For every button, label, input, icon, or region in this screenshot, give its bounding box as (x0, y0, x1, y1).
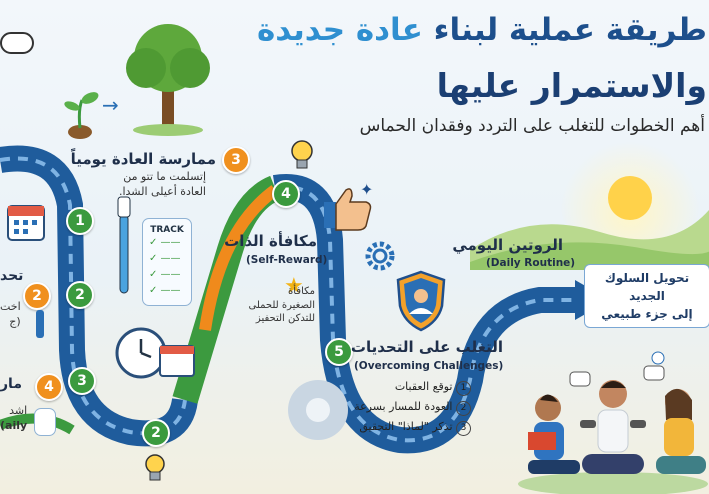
step-5-title: التغلب على التحديات (350, 338, 503, 356)
bottle-icon (36, 310, 44, 338)
arrow-right-icon: → (102, 93, 119, 117)
list-item: 1 توقع العقبات (321, 380, 471, 396)
routine-callout: تحويل السلوك الجديد إلى جزء طبيعي (584, 264, 709, 328)
lightbulb-icon (291, 140, 313, 169)
routine-en: (Daily Routine) (486, 257, 576, 269)
sparkle-icon: ✦ (360, 180, 374, 199)
path-marker-4: 4 (272, 180, 300, 208)
sun-hills-illustration (470, 140, 709, 270)
shield-person-icon (396, 270, 446, 332)
step-4-title: مكافأة الذات (224, 232, 317, 250)
checklist-icon: TRACK ✓ ——✓ ——✓ ——✓ —— (142, 218, 192, 306)
step-4-desc: مكافأة الصغيرة للحملى للتدكن التحفيز (248, 286, 315, 324)
sun-icon (608, 176, 652, 220)
people-activities-icon (518, 351, 708, 494)
gear-icon-small (365, 241, 395, 271)
calendar-icon-2 (159, 345, 195, 377)
page-title: طريقة عملية لبناء عادة جديدة (256, 12, 707, 48)
page-title-line2: والاستمرار عليها (436, 66, 707, 105)
cloud-icon (0, 32, 34, 54)
path-marker-2: 2 (66, 281, 94, 309)
page-subtitle: أهم الخطوات للتغلب على التردد وفقدان الح… (359, 116, 705, 136)
list-item: 3 تذكر "لماذا" التحقيق (321, 420, 471, 436)
checklist-label: TRACK (150, 225, 184, 235)
tree-icon (126, 24, 210, 136)
list-item: 2 العودة للمسار بسرعة (321, 400, 471, 416)
gear-icon (288, 380, 348, 440)
left-step-4-title: مار (0, 376, 22, 392)
lightbulb-icon-bottom (145, 454, 165, 481)
calendar-icon (7, 205, 45, 241)
star-icon: ★ (284, 274, 304, 299)
seedling-icon (64, 92, 99, 139)
left-step-2-desc: اخت(ج (0, 300, 21, 328)
challenges-list: 1 توقع العقبات 2 العودة للمسار بسرعة 3 ت… (321, 380, 471, 436)
thumbs-up-icon (324, 188, 372, 231)
left-step-4-badge: 4 (35, 373, 63, 401)
step-5-en: (Overcoming Challenges) (354, 360, 504, 372)
path-marker-2b: 2 (142, 419, 170, 447)
path-marker-1: 1 (66, 207, 94, 235)
step-4-en: (Self-Reward) (246, 254, 328, 266)
path-marker-3: 3 (68, 367, 96, 395)
step-3-title: ممارسة العادة يومياً (70, 150, 216, 168)
step-3-badge: 3 (222, 146, 250, 174)
path-marker-5: 5 (325, 338, 353, 366)
left-step-2-title: تحد (0, 268, 24, 284)
notepad-icon (34, 408, 56, 436)
toothbrush-icon (117, 196, 131, 294)
left-step-2-badge: 2 (23, 282, 51, 310)
step-3-desc: إتسلمت ما تتو من العادة أعيلى الشدا. (118, 170, 206, 198)
routine-title: الروتين اليومي (452, 236, 563, 254)
